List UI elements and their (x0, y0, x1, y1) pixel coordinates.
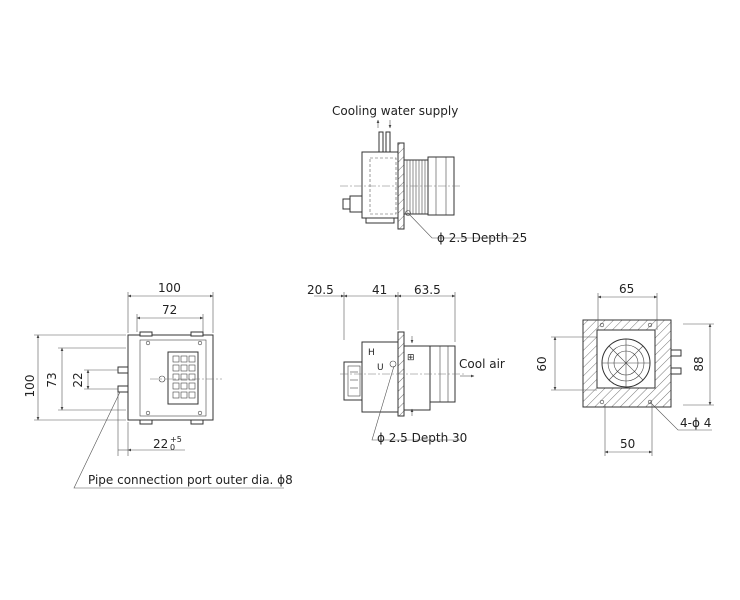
supply-arrows (376, 119, 392, 129)
svg-text:H: H (368, 348, 375, 358)
pipe-port-upper (117, 366, 129, 374)
front-pipe-port (670, 349, 682, 357)
mount-hole (145, 410, 151, 416)
bottom-clamp (365, 217, 395, 224)
front-mount-hole (647, 399, 653, 405)
label-cooling-water-supply: Cooling water supply (332, 104, 458, 118)
front-hole-leader (649, 401, 712, 431)
mount-hole (197, 340, 203, 346)
dim-front-left: 60 (535, 356, 549, 371)
dim-front-top: 65 (619, 282, 634, 296)
rear-block (343, 361, 365, 401)
front-mount-hole (599, 322, 605, 328)
dim-side-c: 63.5 (414, 283, 441, 297)
side-view: 20.5 41 63.5 H U ⊞ Cool air ϕ 2.5 Depth … (307, 283, 505, 445)
side-screw (389, 360, 397, 368)
leader-line (407, 212, 520, 239)
label-hole-depth-30: ϕ 2.5 Depth 30 (377, 431, 467, 445)
dim-height-mid: 73 (45, 372, 59, 387)
front-mount-hole (647, 322, 653, 328)
front-view: 65 60 88 50 4-ϕ 4 (535, 282, 714, 456)
label-hole-depth-25: ϕ 2.5 Depth 25 (437, 231, 527, 245)
label-front-holes: 4-ϕ 4 (680, 416, 711, 430)
label-cool-air: Cool air (459, 357, 505, 371)
dim-front-right: 88 (692, 356, 706, 371)
terminal-block (167, 351, 199, 405)
heat-sink-fins (403, 159, 429, 215)
dim-height-outer: 100 (23, 375, 37, 398)
dim-side-b: 41 (372, 283, 387, 297)
dim-width-outer: 100 (158, 281, 181, 295)
pipe-port-lower (117, 385, 129, 393)
pipe-fitting (378, 131, 384, 153)
inner-frame (139, 339, 207, 417)
dim-bottom-tol-lower: 0 (170, 443, 175, 452)
dim-side-a: 20.5 (307, 283, 334, 297)
label-pipe-port: Pipe connection port outer dia. ϕ8 (88, 473, 293, 487)
top-view: Cooling water supply (332, 104, 527, 245)
dim-front-bottom: 50 (620, 437, 635, 451)
front-pipe-port (670, 367, 682, 375)
side-fitting-tip (342, 198, 351, 210)
left-view: 100 72 100 73 22 22 +5 0 Pipe connection… (23, 281, 293, 489)
water-jacket-body (361, 151, 399, 219)
pipe-leader (73, 391, 284, 489)
dim-bottom-tol-upper: +5 (170, 435, 182, 444)
dim-bottom: 22 (153, 437, 168, 451)
svg-text:⊞: ⊞ (407, 353, 415, 363)
side-hole-leader (371, 365, 460, 441)
pipe-fitting (385, 131, 391, 153)
mount-hole (145, 340, 151, 346)
mount-hole (197, 410, 203, 416)
screw-hole (405, 210, 411, 216)
svg-text:U: U (377, 363, 384, 373)
front-mount-hole (599, 399, 605, 405)
side-fitting (349, 195, 363, 213)
dim-width-inner: 72 (162, 303, 177, 317)
dim-height-inner: 22 (71, 372, 85, 387)
